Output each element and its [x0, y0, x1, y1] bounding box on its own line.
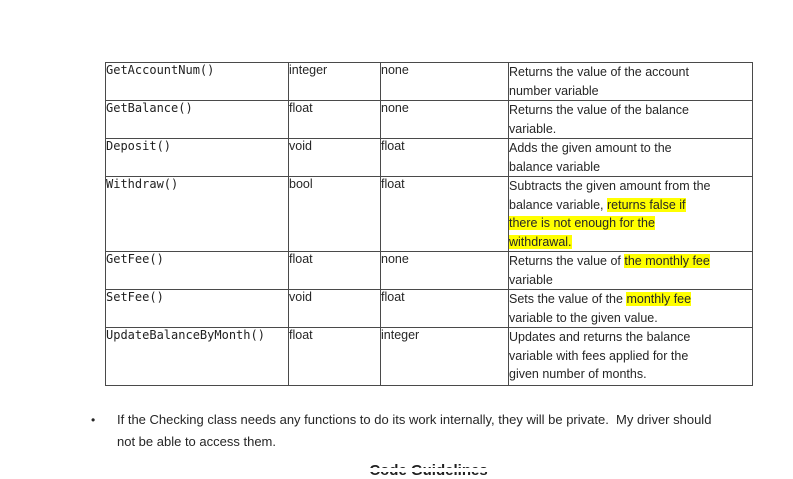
function-name-cell: UpdateBalanceByMonth()	[105, 327, 289, 386]
return-type-cell: integer	[288, 62, 381, 101]
description-text: given number of months.	[509, 367, 647, 381]
description-line: variable with fees applied for the	[509, 347, 752, 366]
description-text: Adds the given amount to the	[509, 141, 672, 155]
description-line: given number of months.	[509, 365, 752, 384]
description-line: withdrawal.	[509, 233, 752, 251]
description-text: Returns the value of the account	[509, 65, 689, 79]
table-row: GetFee() float none Returns the value of…	[105, 251, 753, 290]
bullet-note: • If the Checking class needs any functi…	[91, 409, 781, 453]
description-text: balance variable	[509, 159, 601, 174]
description-line: Returns the value of the monthly fee	[509, 253, 752, 271]
function-name-cell: Deposit()	[105, 138, 289, 177]
footer-fade-cover	[0, 468, 793, 472]
description-line: Sets the value of the monthly fee	[509, 291, 752, 309]
table-row: GetAccountNum() integer none Returns the…	[105, 62, 753, 101]
parameter-cell: none	[380, 251, 509, 290]
function-name-cell: GetFee()	[105, 251, 289, 290]
description-text: variable to the given value.	[509, 310, 658, 325]
description-text: Updates and returns the balance	[509, 330, 691, 344]
description-cell: Returns the value of the account number v…	[508, 62, 753, 101]
description-line: variable.	[509, 120, 752, 138]
description-line: variable to the given value.	[509, 309, 752, 327]
return-type-cell: float	[288, 327, 381, 386]
bullet-line: If the Checking class needs any function…	[117, 412, 712, 427]
parameter-cell: float	[380, 138, 509, 177]
description-cell: Updates and returns the balance variable …	[508, 327, 753, 386]
highlighted-text: there is not enough for the	[509, 216, 655, 230]
description-text: variable.	[509, 121, 557, 136]
bullet-line: not be able to access them.	[117, 434, 276, 449]
return-type-cell: void	[288, 289, 381, 328]
parameter-cell: integer	[380, 327, 509, 386]
description-text: Returns the value of the balance	[509, 103, 689, 117]
table-row: Deposit() void float Adds the given amou…	[105, 138, 753, 177]
highlighted-text: returns false if	[606, 197, 686, 212]
parameter-cell: none	[380, 100, 509, 139]
highlighted-text: the monthly fee	[624, 254, 710, 268]
parameter-cell: float	[380, 289, 509, 328]
return-type-cell: float	[288, 100, 381, 139]
description-line: Returns the value of the balance	[509, 102, 752, 120]
description-text: Sets the value of the	[509, 292, 627, 306]
function-name-cell: SetFee()	[105, 289, 289, 328]
description-cell: Subtracts the given amount from the balan…	[508, 176, 753, 252]
description-text: variable	[509, 272, 553, 287]
description-line: Updates and returns the balance	[509, 329, 752, 347]
description-text: variable with fees applied for the	[509, 348, 689, 363]
table-row: UpdateBalanceByMonth() float integer Upd…	[105, 327, 753, 386]
description-text: number variable	[509, 83, 599, 98]
description-line: Subtracts the given amount from the	[509, 178, 752, 196]
description-cell: Returns the value of the balance variable…	[508, 100, 753, 139]
function-name-cell: Withdraw()	[105, 176, 289, 252]
description-line: there is not enough for the	[509, 214, 752, 233]
highlighted-text: withdrawal.	[509, 234, 572, 249]
description-text: Returns the value of	[509, 254, 625, 268]
table-row: Withdraw() bool float Subtracts the give…	[105, 176, 753, 252]
parameter-cell: none	[380, 62, 509, 101]
description-line: Adds the given amount to the	[509, 140, 752, 158]
description-line: variable	[509, 271, 752, 289]
description-line: balance variable, returns false if	[509, 196, 752, 215]
description-cell: Adds the given amount to the balance vari…	[508, 138, 753, 177]
return-type-cell: bool	[288, 176, 381, 252]
description-line: number variable	[509, 82, 752, 100]
table-row: GetBalance() float none Returns the valu…	[105, 100, 753, 139]
bullet-marker: •	[91, 413, 96, 427]
function-name-cell: GetBalance()	[105, 100, 289, 139]
return-type-cell: float	[288, 251, 381, 290]
table-row: SetFee() void float Sets the value of th…	[105, 289, 753, 328]
bullet-text: If the Checking class needs any function…	[117, 409, 781, 453]
highlighted-text: monthly fee	[626, 292, 692, 306]
parameter-cell: float	[380, 176, 509, 252]
description-line: Returns the value of the account	[509, 64, 752, 82]
functions-table-body: GetAccountNum() integer none Returns the…	[105, 62, 753, 386]
description-line: balance variable	[509, 158, 752, 176]
functions-table: GetAccountNum() integer none Returns the…	[105, 62, 753, 386]
function-name-cell: GetAccountNum()	[105, 62, 289, 101]
return-type-cell: void	[288, 138, 381, 177]
description-text: Subtracts the given amount from the	[509, 179, 711, 193]
description-text: balance variable,	[509, 197, 607, 212]
